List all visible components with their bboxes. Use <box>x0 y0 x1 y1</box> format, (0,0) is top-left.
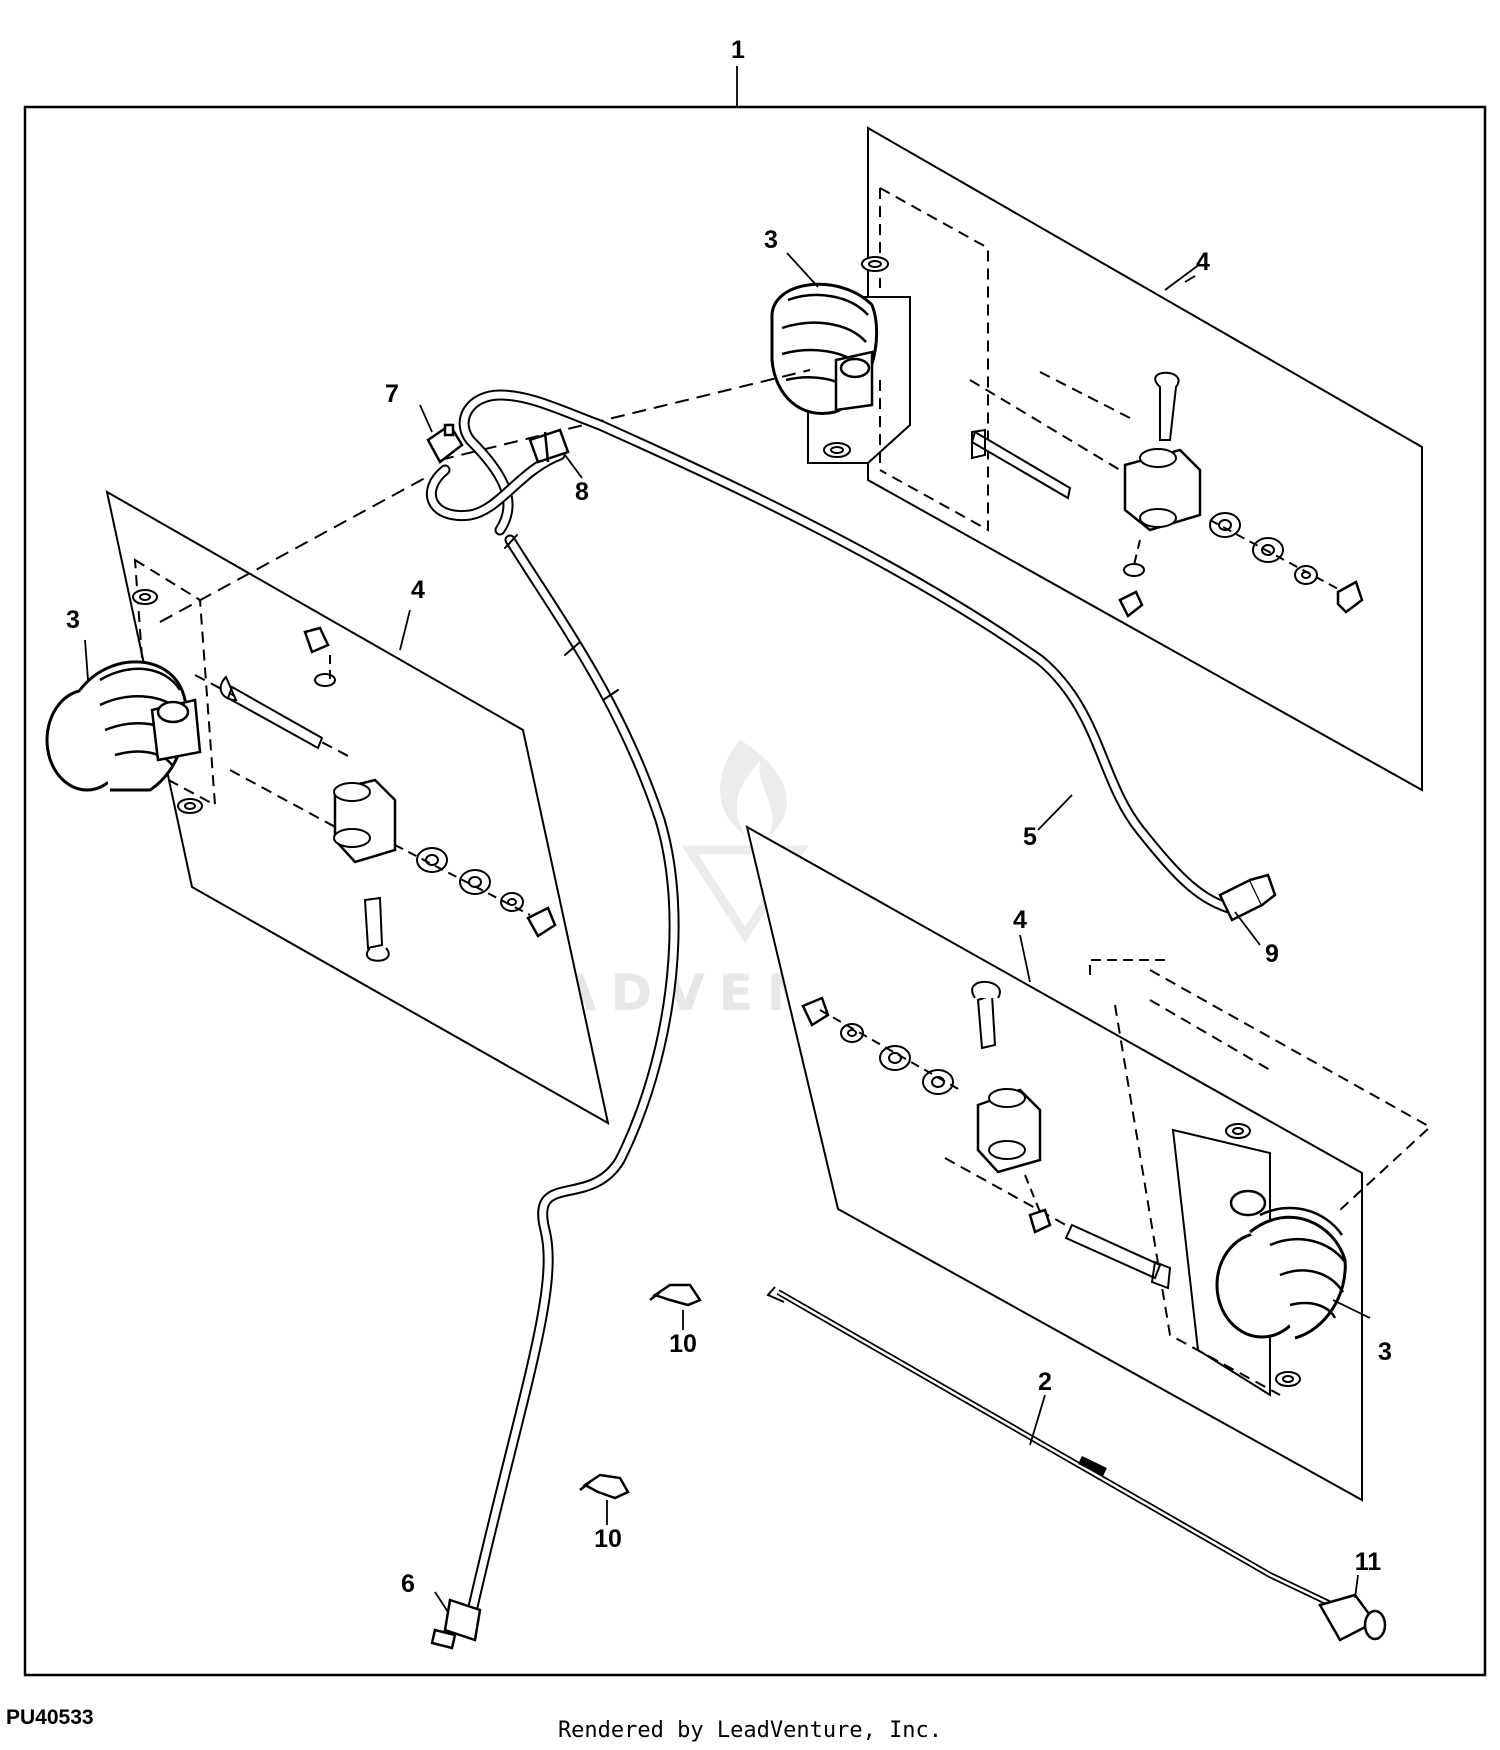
assembly-top-right <box>770 126 1423 792</box>
callout-5: 5 <box>1023 823 1037 851</box>
callout-2: 2 <box>1038 1368 1052 1396</box>
clip-10-lower <box>579 1473 630 1500</box>
work-light-top <box>770 282 879 415</box>
washer-stack-top <box>1209 512 1364 614</box>
wiring-harness-main <box>425 389 1241 1626</box>
connector-6 <box>430 1598 482 1650</box>
clamp-block-top <box>1123 448 1202 532</box>
callout-8: 8 <box>575 478 589 506</box>
callout-3-left: 3 <box>66 606 80 634</box>
callout-4-top: 4 <box>1196 248 1210 276</box>
callout-10-lower: 10 <box>594 1525 622 1553</box>
callout-11: 11 <box>1355 1548 1382 1576</box>
callout-4-left: 4 <box>411 576 425 604</box>
washer-stack-left <box>416 847 557 938</box>
footer-credit: Rendered by LeadVenture, Inc. <box>557 1718 943 1743</box>
callout-3-bottom: 3 <box>1378 1338 1392 1366</box>
work-light-left <box>45 660 202 792</box>
washer-stack-bottom <box>801 996 954 1095</box>
figure-id: PU40533 <box>6 1706 94 1729</box>
connector-7 <box>426 423 464 464</box>
assembly-bottom-right <box>745 825 1432 1502</box>
watermark-flame-logo <box>720 740 787 835</box>
callout-3-top: 3 <box>764 226 778 254</box>
callout-labels: 1 3 4 7 8 3 4 5 4 9 10 2 3 10 11 6 <box>66 36 1392 1598</box>
callout-4-bottom: 4 <box>1013 906 1027 934</box>
callout-6: 6 <box>401 1570 415 1598</box>
assembly-left <box>45 369 811 1125</box>
kit-frame <box>23 105 1487 1677</box>
wiring-harness-jumper <box>766 1286 1387 1642</box>
work-light-bottom <box>1215 1189 1347 1340</box>
connector-9 <box>1218 873 1277 922</box>
clip-10-upper <box>649 1283 702 1307</box>
callout-9: 9 <box>1265 940 1279 968</box>
callout-1: 1 <box>731 36 745 64</box>
connector-11 <box>1318 1593 1387 1642</box>
callout-7: 7 <box>385 380 399 408</box>
callout-10-upper: 10 <box>669 1330 697 1358</box>
connector-8 <box>528 428 570 464</box>
callout-leaders <box>84 252 1371 1613</box>
